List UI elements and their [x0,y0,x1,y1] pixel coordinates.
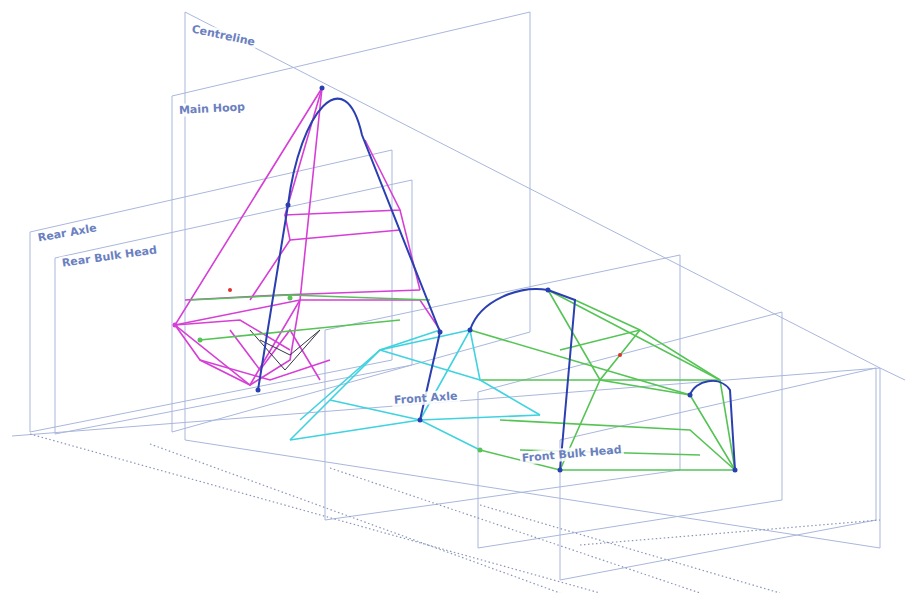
ground-lines [30,434,880,593]
marker-dots [173,288,623,453]
plane-label: Front Bulk Head [519,443,624,465]
front-bulkhead-hoop [690,381,735,470]
centreline-plane [185,12,880,548]
reference-planes [12,12,905,580]
plane-label: Rear Axle [35,221,100,245]
plane-label: Rear Bulk Head [59,243,160,270]
plane-label: Front Axle [392,389,460,407]
nodes-dots [256,86,738,473]
plane-label: Main Hoop [177,100,248,117]
main-hoop [258,99,440,420]
rear-bulkhead-plane [55,180,412,434]
floor-frame [290,330,540,450]
transverse-plane [478,312,782,548]
hoops [258,99,735,470]
transverse-plane [560,368,876,580]
main-hoop-plane [172,12,530,432]
ground-edge [12,368,905,436]
rear-subframe [250,330,320,370]
rear-axle-plane [30,150,392,432]
plane-label: Centreline [189,22,259,49]
front-frame [190,290,735,470]
front-hoop [470,289,575,470]
